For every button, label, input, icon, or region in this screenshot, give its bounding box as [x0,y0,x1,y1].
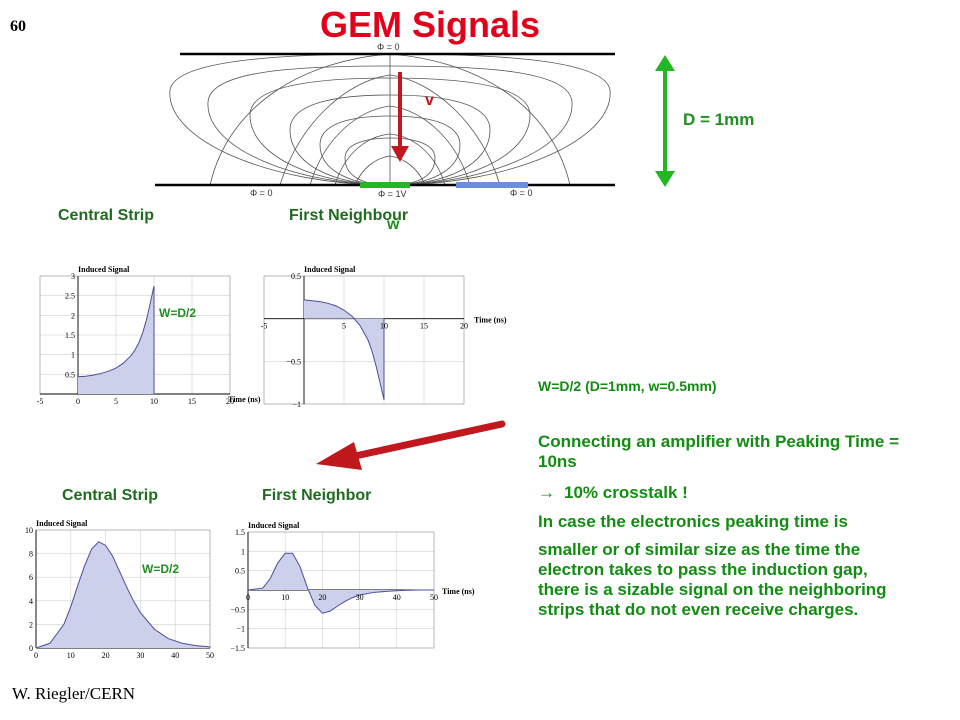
x-tick-label: -5 [37,397,44,406]
x-tick-label: 0 [76,397,80,406]
phi-top-label: Φ = 0 [377,42,399,52]
field-line-diagram: Φ = 0 Φ = 0 Φ = 1V Φ = 0 [155,42,615,199]
y-tick-label: 0.5 [291,272,301,281]
x-tick-label: 15 [420,322,428,331]
crosstalk-text: 10% crosstalk ! [564,483,688,502]
series-line [35,541,211,649]
x-tick-label: 40 [171,651,179,658]
x-tick-label: 20 [318,593,326,602]
y-tick-label: 10 [25,526,33,535]
y-axis-label: Induced Signal [304,265,356,274]
x-tick-label: 20 [226,397,234,406]
velocity-arrow-head [391,146,409,162]
gap-label: D = 1mm [683,110,755,129]
x-axis-label: Time (ns) [474,316,507,325]
transition-arrow [316,420,506,470]
y-tick-label: 1.5 [65,331,75,340]
y-tick-label: 0 [29,644,33,653]
series-line [77,285,155,378]
y-tick-label: 0.5 [65,370,75,379]
x-tick-label: 50 [430,593,438,602]
y-tick-label: 0.5 [235,567,245,576]
y-tick-label: −0.5 [230,605,245,614]
readout-strip [360,182,410,188]
y-axis-label: Induced Signal [36,519,88,528]
x-tick-label: 5 [342,322,346,331]
panel-annotation-top: W=D/2 [159,306,197,320]
x-tick-label: 0 [34,651,38,658]
x-tick-label: 10 [150,397,158,406]
y-tick-label: 1.5 [235,528,245,537]
equipotential-lines [209,53,571,186]
y-tick-label: 8 [29,550,33,559]
central-strip-top-label: Central Strip [58,207,155,224]
phi-center-label: Φ = 1V [378,189,406,199]
velocity-label: v [425,92,434,109]
series-area [36,541,210,648]
x-tick-label: 5 [114,397,118,406]
y-tick-label: 1 [241,547,245,556]
width-label: w [387,216,400,233]
y-tick-label: 4 [29,597,33,606]
y-tick-label: 2 [29,620,33,629]
y-tick-label: 2 [71,311,75,320]
x-axis-label: Time (ns) [442,587,475,596]
paragraph-text: smaller or of similar size as the time t… [538,540,887,619]
y-tick-label: 1 [71,351,75,360]
amplifier-text: Connecting an amplifier with Peaking Tim… [538,432,900,471]
first-neighbor-label: First Neighbor [262,487,372,504]
central-strip-bottom-label: Central Strip [62,487,159,504]
slide-number: 60 [10,18,26,35]
y-tick-label: 6 [29,573,33,582]
series-area [78,285,154,394]
series-area [304,299,384,400]
y-tick-label: −1 [236,625,245,634]
author-credit: W. Riegler/CERN [12,684,136,703]
plot-frame [263,275,465,405]
y-tick-label: −0.5 [286,357,301,366]
series-line [247,552,434,614]
y-tick-label: −1.5 [230,644,245,653]
y-axis-label: Induced Signal [78,265,130,274]
x-tick-label: 20 [460,322,468,331]
series-line [303,299,385,400]
x-tick-label: 40 [393,593,401,602]
crosstalk-line: → 10% crosstalk ! [538,483,918,503]
x-tick-label: 50 [206,651,214,658]
panel-annotation-bottom: W=D/2 [142,562,180,576]
case-line-text: In case the electronics peaking time is [538,512,848,531]
y-tick-label: 3 [71,272,75,281]
x-tick-label: 0 [246,593,250,602]
params-text: W=D/2 (D=1mm, w=0.5mm) [538,378,717,394]
y-axis-label: Induced Signal [248,521,300,530]
implies-arrow-icon: → [538,483,555,502]
x-tick-label: 10 [380,322,388,331]
series-area [248,553,434,614]
y-tick-label: 2.5 [65,292,75,301]
x-tick-label: 10 [67,651,75,658]
slide-title: GEM Signals [319,4,541,45]
x-tick-label: 30 [356,593,364,602]
x-tick-label: 20 [102,651,110,658]
x-axis-label: Time (ns) [228,395,261,404]
x-tick-label: 10 [281,593,289,602]
first-neighbour-label: First Neighbour [289,207,409,224]
gap-arrow [655,55,675,187]
x-tick-label: 30 [136,651,144,658]
neighbor-strip [456,182,528,188]
x-tick-label: 15 [188,397,196,406]
phi-bottom-left-label: Φ = 0 [250,188,272,198]
phi-bottom-right-label: Φ = 0 [510,188,532,198]
x-tick-label: -5 [261,322,268,331]
y-tick-label: −1 [292,400,301,409]
